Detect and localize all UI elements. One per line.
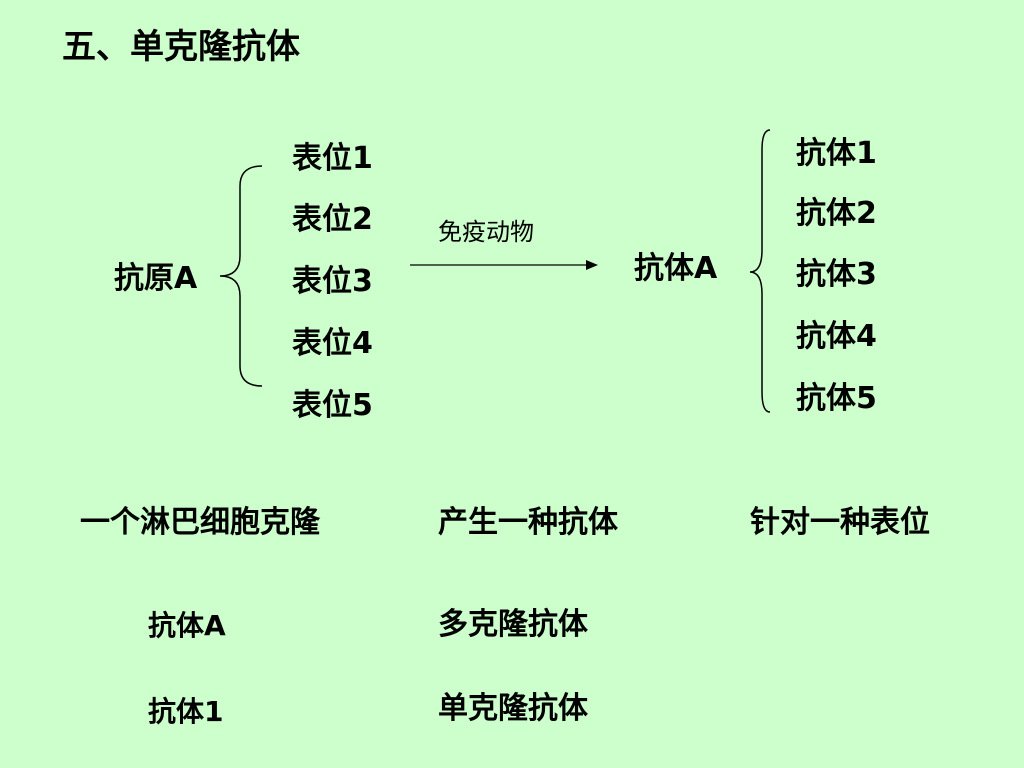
antibody-label: 抗体3 [796,257,877,292]
statement-epitope: 针对一种表位 [750,505,930,540]
pair-right-label: 多克隆抗体 [438,607,588,642]
epitope-label: 表位1 [292,141,373,176]
antibody-label: 抗体4 [796,319,877,354]
statement-antibody: 产生一种抗体 [438,505,618,540]
statement-clone: 一个淋巴细胞克隆 [80,505,320,540]
pair-left-label: 抗体A [148,609,226,642]
arrow-head [586,260,598,270]
antibody-label: 抗体5 [796,381,877,416]
antibody-main-label: 抗体A [634,251,718,286]
left-brace [219,165,263,387]
epitope-label: 表位4 [292,326,373,361]
antibody-label: 抗体1 [796,136,877,171]
pair-left-label: 抗体1 [148,695,224,728]
epitope-label: 表位3 [292,264,373,299]
right-brace [749,129,771,413]
antibody-label: 抗体2 [796,196,877,231]
epitope-label: 表位2 [292,202,373,237]
pair-right-label: 单克隆抗体 [438,691,588,726]
epitope-label: 表位5 [292,388,373,423]
arrow-label: 免疫动物 [438,218,534,246]
antigen-label: 抗原A [114,261,198,296]
page-title: 五、单克隆抗体 [62,27,300,67]
